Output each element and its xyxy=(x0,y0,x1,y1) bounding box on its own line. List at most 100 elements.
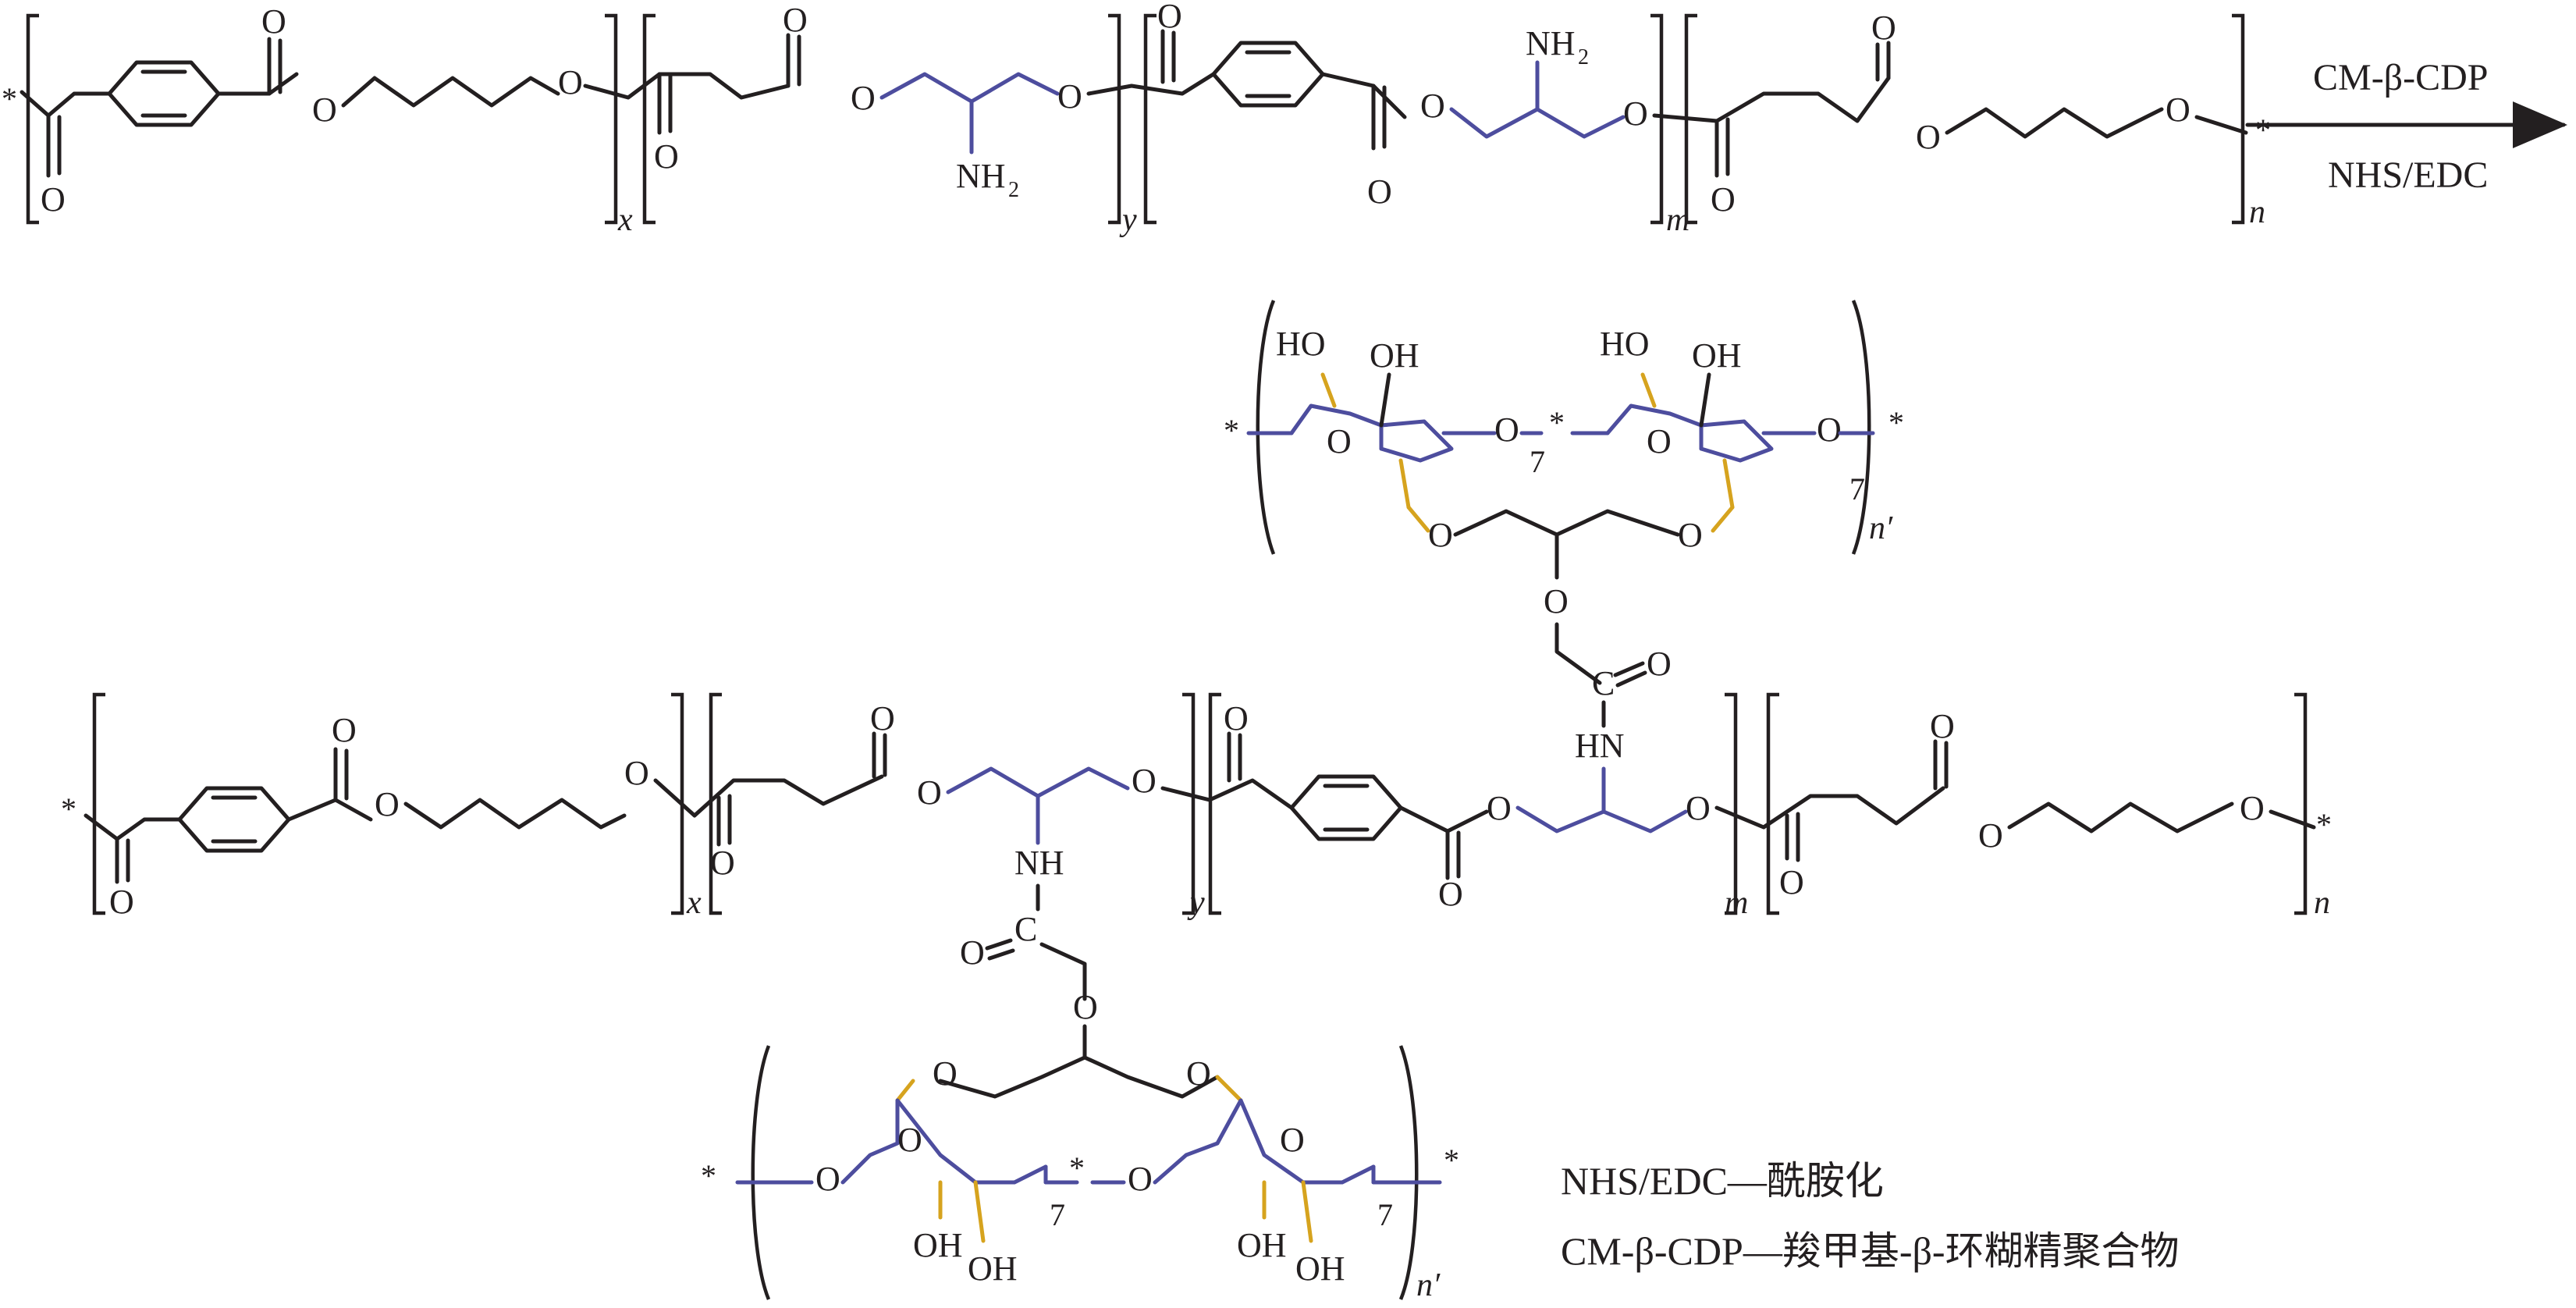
cyclodextrin-polymer-bottom: n′ * * O O O O OH OH 7 * O O OH OH 7 xyxy=(701,1045,1459,1303)
svg-text:C: C xyxy=(1014,910,1037,948)
svg-text:O: O xyxy=(1073,988,1098,1026)
svg-text:O: O xyxy=(1494,411,1519,449)
svg-text:O: O xyxy=(1132,762,1157,800)
paren-close-bottom xyxy=(1398,1045,1419,1300)
svg-text:*: * xyxy=(1444,1143,1459,1178)
bracket-close-m-product xyxy=(1725,692,1738,915)
svg-text:O: O xyxy=(1686,789,1711,827)
svg-text:2: 2 xyxy=(1008,178,1019,202)
svg-text:OH: OH xyxy=(968,1249,1018,1288)
svg-text:*: * xyxy=(2255,112,2271,148)
svg-text:O: O xyxy=(261,2,286,41)
svg-text:O: O xyxy=(1544,582,1569,620)
bracket-close-m xyxy=(1650,13,1664,225)
svg-text:C: C xyxy=(1592,664,1615,702)
svg-text:O: O xyxy=(1280,1121,1305,1159)
svg-text:OH: OH xyxy=(913,1226,963,1264)
bracket-close-y-product xyxy=(1182,692,1196,915)
svg-text:O: O xyxy=(917,773,942,812)
svg-text:HO: HO xyxy=(1276,325,1326,363)
svg-text:OH: OH xyxy=(1237,1226,1287,1264)
svg-text:O: O xyxy=(1186,1054,1211,1093)
svg-text:O: O xyxy=(1871,9,1896,47)
svg-text:O: O xyxy=(1916,118,1941,156)
svg-text:O: O xyxy=(654,137,679,176)
svg-text:O: O xyxy=(1711,180,1736,219)
svg-text:*: * xyxy=(61,791,76,826)
reaction-arrow-group: CM-β-CDP NHS/EDC xyxy=(2245,57,2567,196)
svg-text:n: n xyxy=(2314,885,2330,921)
paren-open-top xyxy=(1256,300,1276,555)
bracket-open-x-product xyxy=(92,692,105,915)
index-y: y xyxy=(1119,202,1137,238)
svg-text:m: m xyxy=(1725,885,1748,921)
svg-text:O: O xyxy=(815,1160,840,1198)
svg-text:O: O xyxy=(558,63,583,101)
svg-text:O: O xyxy=(375,785,400,823)
svg-text:n′: n′ xyxy=(1416,1267,1441,1303)
bracket-close-y xyxy=(1108,13,1121,225)
svg-text:O: O xyxy=(312,91,337,129)
svg-text:OH: OH xyxy=(1692,336,1742,375)
svg-text:HN: HN xyxy=(1575,727,1625,765)
svg-text:OH: OH xyxy=(1370,336,1419,375)
svg-text:*: * xyxy=(1888,405,1904,440)
paren-open-bottom xyxy=(751,1045,771,1300)
svg-text:O: O xyxy=(2166,91,2190,129)
svg-text:OH: OH xyxy=(1295,1249,1345,1288)
svg-text:NH: NH xyxy=(956,157,1006,195)
svg-text:O: O xyxy=(1623,94,1648,133)
svg-text:7: 7 xyxy=(1849,471,1865,506)
svg-text:O: O xyxy=(1057,77,1082,116)
index-x: x xyxy=(617,202,633,238)
index-n: n xyxy=(2249,194,2265,230)
svg-text:O: O xyxy=(1930,707,1955,745)
svg-text:O: O xyxy=(1779,863,1804,901)
svg-text:7: 7 xyxy=(1377,1197,1393,1232)
svg-text:x: x xyxy=(686,885,702,921)
svg-text:*: * xyxy=(1224,413,1239,448)
svg-text:O: O xyxy=(1157,0,1182,35)
svg-text:O: O xyxy=(1647,645,1672,683)
svg-text:O: O xyxy=(870,699,895,738)
svg-text:O: O xyxy=(1817,411,1842,449)
svg-text:O: O xyxy=(1487,789,1512,827)
svg-text:O: O xyxy=(624,754,649,792)
reagent-nhs-edc: NHS/EDC xyxy=(2328,155,2488,196)
svg-text:O: O xyxy=(1678,516,1703,554)
svg-text:O: O xyxy=(1428,516,1453,554)
svg-text:*: * xyxy=(1549,405,1565,440)
svg-text:NH: NH xyxy=(1014,844,1064,882)
svg-text:O: O xyxy=(1978,816,2003,855)
svg-text:*: * xyxy=(1069,1150,1085,1185)
svg-text:O: O xyxy=(960,933,985,972)
svg-text:7: 7 xyxy=(1530,444,1545,479)
svg-text:O: O xyxy=(1128,1160,1153,1198)
svg-text:O: O xyxy=(783,1,808,39)
svg-text:y: y xyxy=(1187,885,1205,921)
svg-text:O: O xyxy=(1367,172,1392,211)
bracket-open-x xyxy=(26,13,39,225)
svg-text:O: O xyxy=(41,180,66,219)
svg-text:O: O xyxy=(109,883,134,921)
reagent-cm-beta-cdp: CM-β-CDP xyxy=(2313,57,2488,98)
svg-text:HO: HO xyxy=(1600,325,1650,363)
svg-text:O: O xyxy=(1327,422,1352,460)
paren-close-top xyxy=(1851,300,1871,555)
product-polymer: * x y m n O O O O O O O xyxy=(61,692,2332,1060)
bracket-open-m xyxy=(1143,13,1157,225)
legend-nhs-edc: NHS/EDC—酰胺化 xyxy=(1561,1159,1884,1203)
bracket-open-n-product xyxy=(1766,692,1779,915)
svg-text:O: O xyxy=(1438,875,1463,913)
bracket-open-y xyxy=(642,13,656,225)
legend-cm-beta-cdp: CM-β-CDP—羧甲基-β-环糊精聚合物 xyxy=(1561,1229,2180,1273)
svg-text:O: O xyxy=(851,79,876,117)
starting-polymer: * x y m n O O O O O O O xyxy=(2,0,2271,238)
svg-text:*: * xyxy=(701,1158,716,1193)
svg-text:O: O xyxy=(332,711,357,749)
svg-text:O: O xyxy=(2240,789,2265,827)
svg-text:O: O xyxy=(1420,87,1445,125)
svg-text:O: O xyxy=(1647,422,1672,460)
svg-text:O: O xyxy=(897,1121,922,1159)
